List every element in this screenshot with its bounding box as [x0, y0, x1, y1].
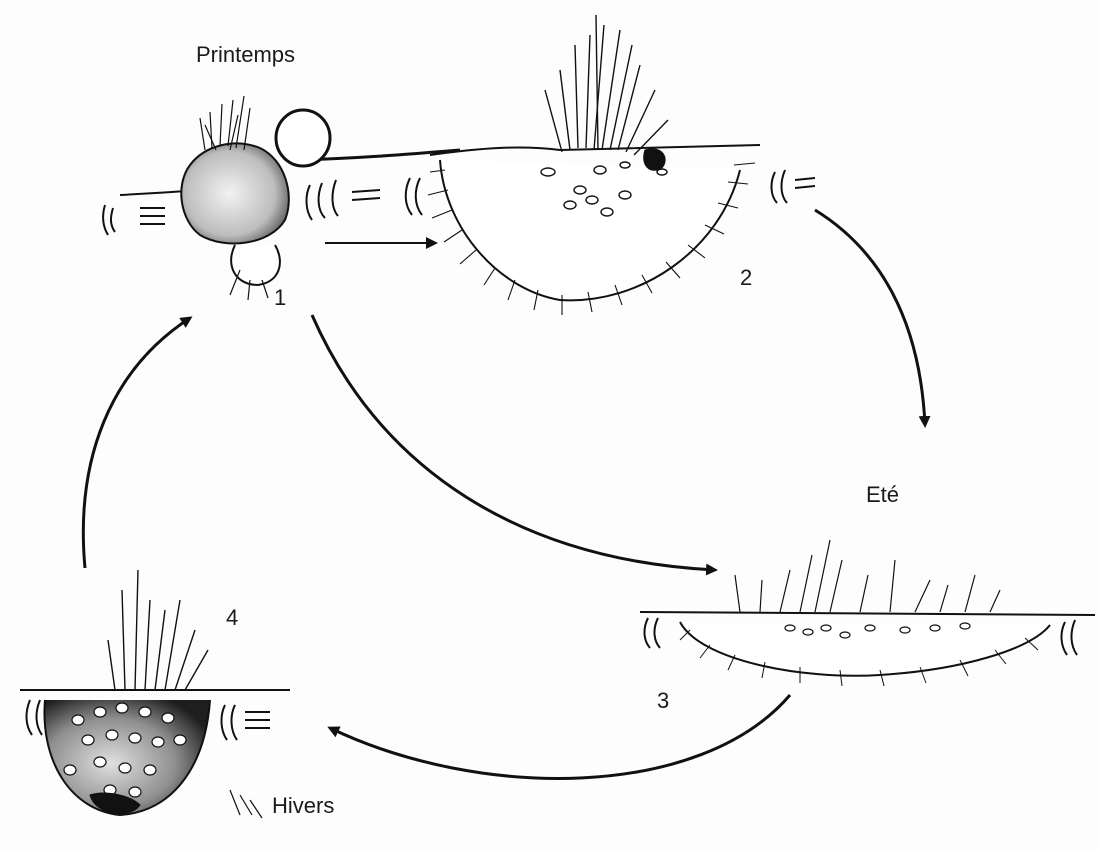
arrow-2-to-3 — [815, 210, 925, 425]
arrow-4-to-1 — [83, 318, 190, 568]
stage-number-4: 4 — [226, 605, 238, 631]
arrow-1-to-3 — [312, 315, 715, 570]
stage2-illustration — [428, 15, 815, 315]
stage3-illustration — [640, 540, 1095, 686]
stage-number-3: 3 — [657, 688, 669, 714]
stage-number-1: 1 — [274, 285, 286, 311]
label-hivers: Hivers — [272, 793, 334, 819]
arrow-3-to-4 — [330, 695, 790, 778]
label-ete: Eté — [866, 482, 899, 508]
stage-number-2: 2 — [740, 265, 752, 291]
stage4-illustration — [20, 570, 290, 818]
stage1-illustration — [103, 96, 460, 300]
label-printemps: Printemps — [196, 42, 295, 68]
